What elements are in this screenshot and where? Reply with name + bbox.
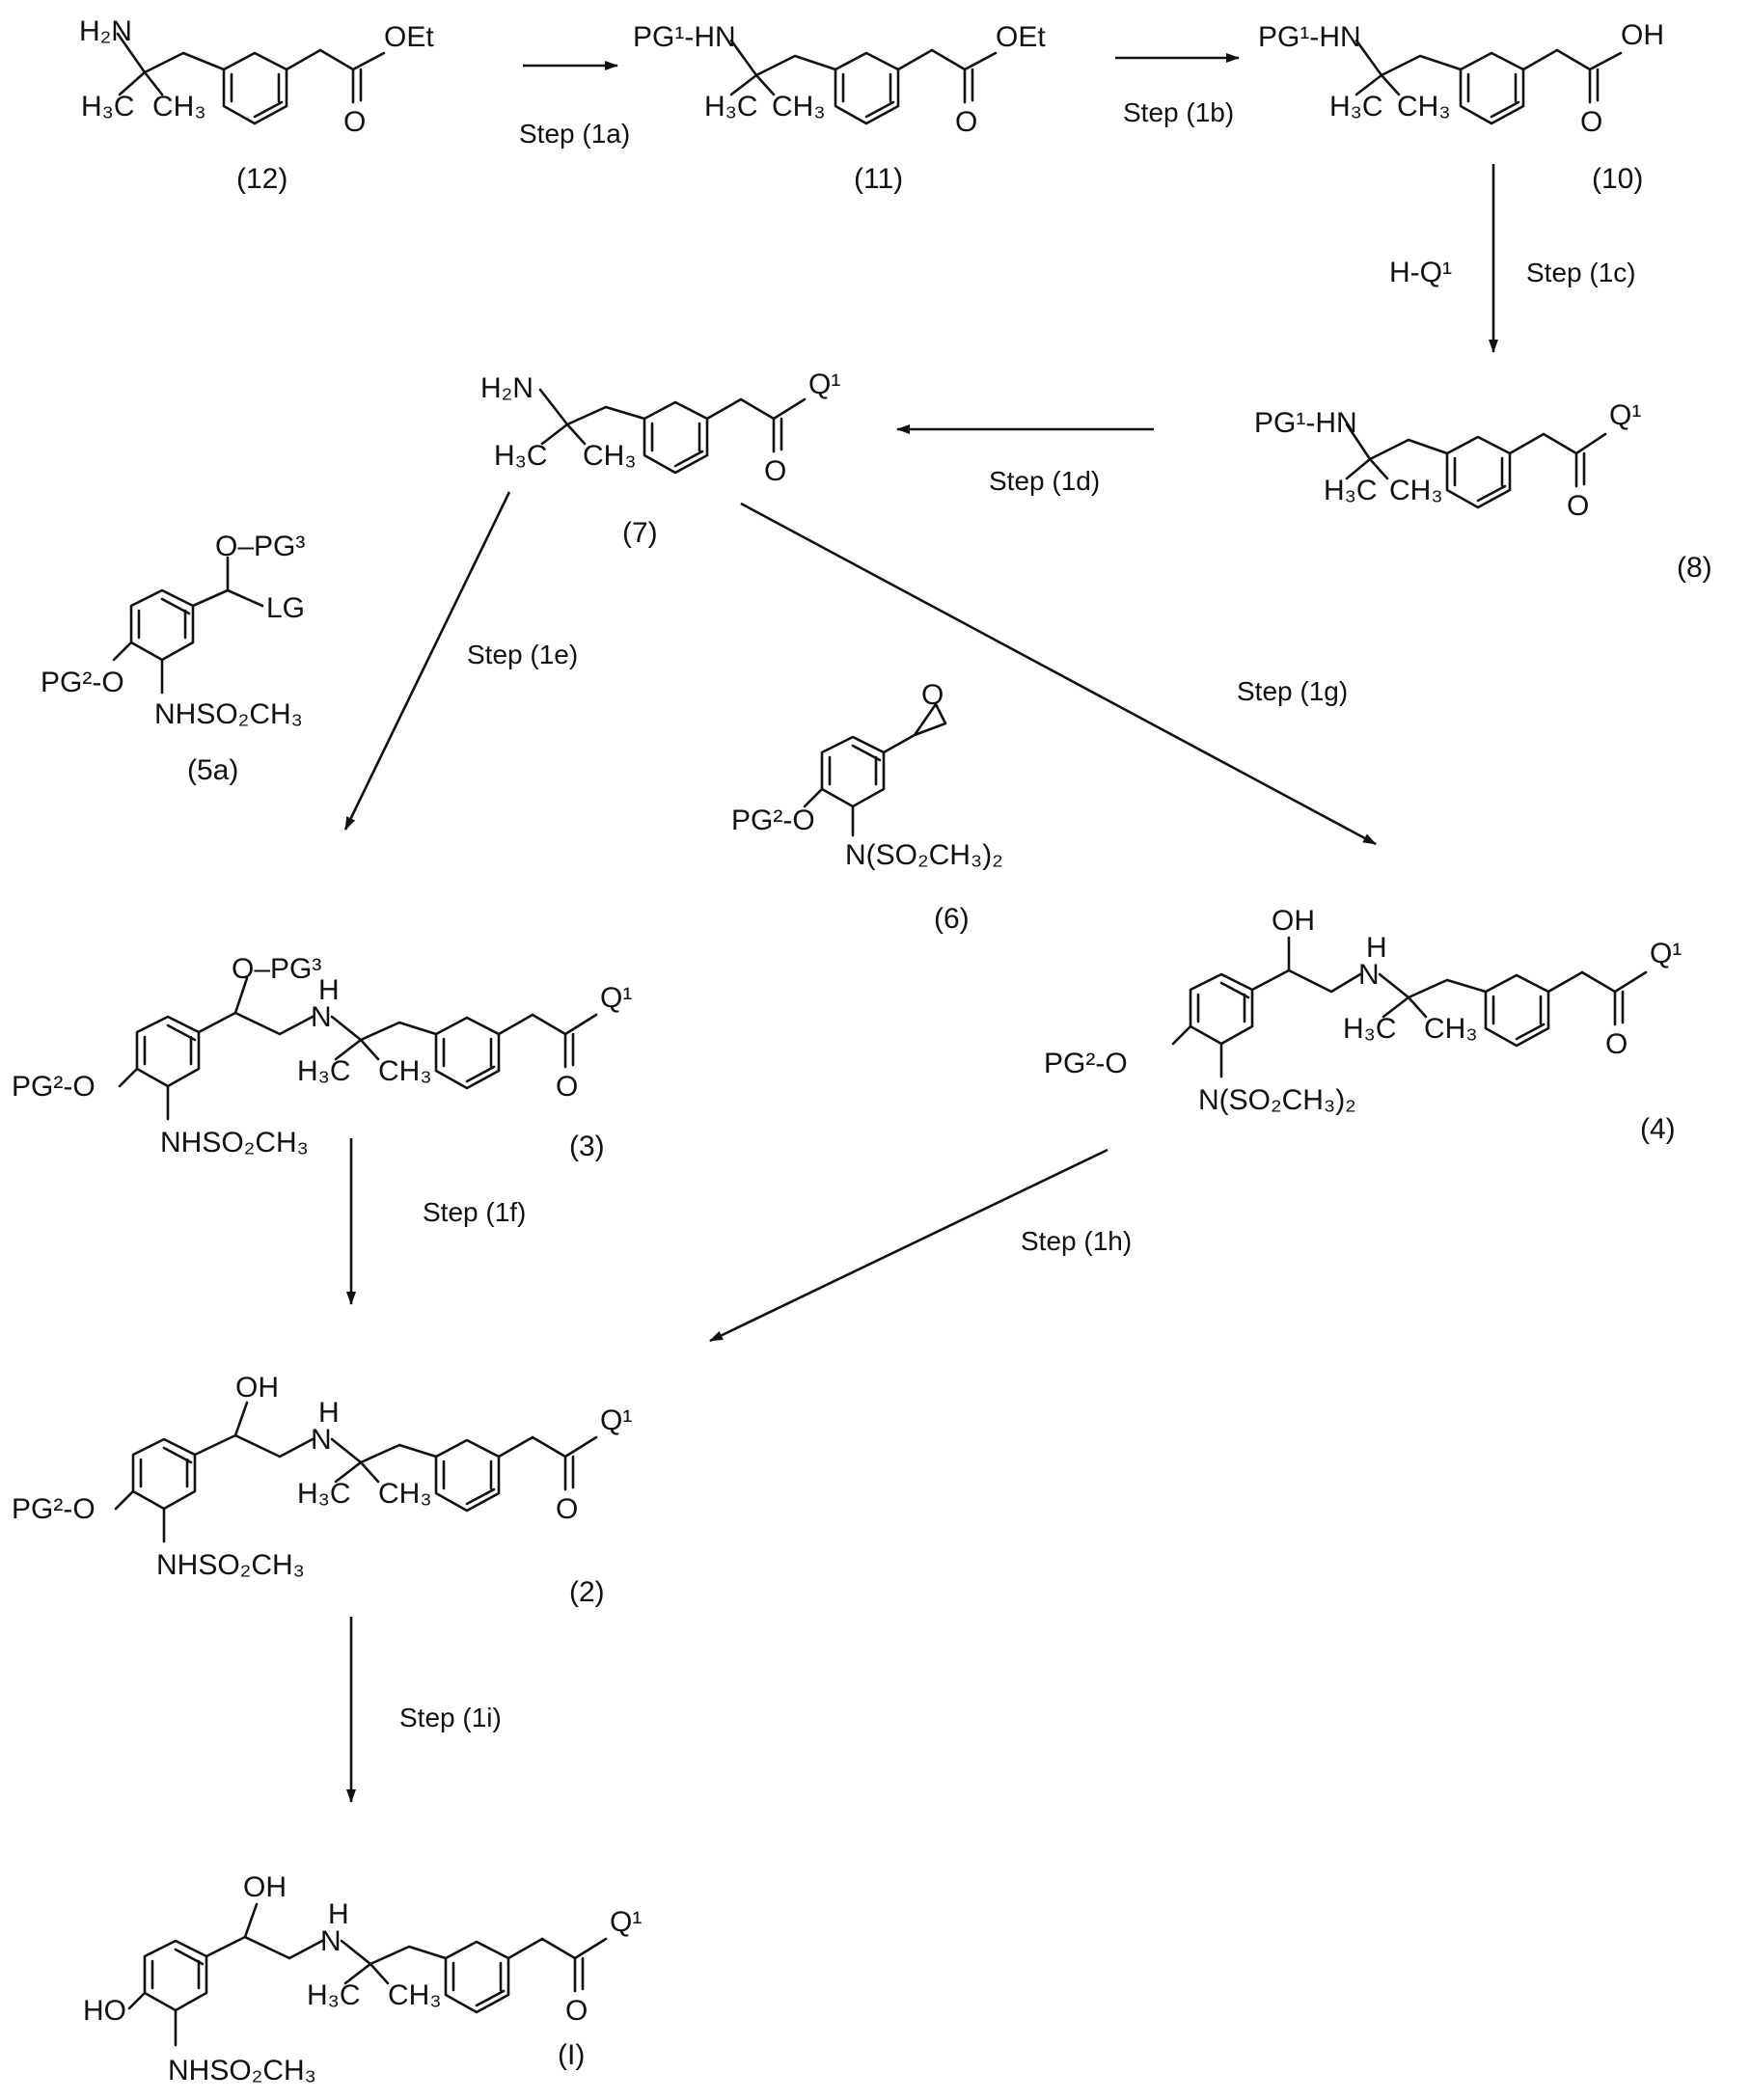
label-q1: Q¹ [1650,938,1682,969]
label-ch3: CH₃ [1389,475,1443,506]
label-ch3: CH₃ [1397,91,1451,123]
label-ch3: CH₃ [772,91,826,123]
compound-id-2: (2) [569,1576,605,1608]
compound-id-3: (3) [569,1131,605,1162]
label-carbonyl-o: O [1567,490,1589,522]
label-oh: OH [1272,905,1315,937]
label-h-q1: H-Q¹ [1389,257,1452,288]
label-nhso2ch3: NHSO₂CH₃ [156,1549,305,1581]
step-label-1g: Step (1g) [1237,676,1348,706]
label-n-h: H [318,974,340,1006]
label-pg2-o: PG²-O [1044,1048,1128,1079]
label-carbonyl-o: O [955,106,977,138]
label-nhso2ch3: NHSO₂CH₃ [160,1127,309,1159]
label-carbonyl-o: O [1580,106,1602,138]
label-nhso2ch3: NHSO₂CH₃ [154,698,303,730]
label-pg2-o: PG²-O [41,667,124,698]
label-q1: Q¹ [808,368,840,400]
label-h3c: H₃C [307,1979,361,2011]
step-label-1b: Step (1b) [1123,97,1234,127]
label-n-h: H [1366,932,1387,964]
label-o-pg3: O–PG³ [215,531,305,562]
label-pg2-o: PG²-O [12,1493,96,1525]
compound-id-I: (I) [558,2039,585,2071]
label-q1: Q¹ [1609,399,1641,431]
label-n-h: H [318,1397,340,1429]
compound-I: OH N H H₃C CH₃ Q¹ O HO NHSO₂CH₃ (I) [83,1871,642,2086]
label-h3c: H₃C [297,1055,351,1087]
label-nso2ch3-2: N(SO₂CH₃)₂ [845,839,1003,871]
label-q1: Q¹ [600,982,632,1014]
label-h2n: H₂N [79,15,132,47]
compound-id-11: (11) [854,163,903,195]
compound-id-5a: (5a) [187,754,238,786]
label-ch3: CH₃ [152,91,206,123]
label-o-pg3: O–PG³ [232,953,321,985]
compound-id-7: (7) [622,517,658,549]
step-label-1h: Step (1h) [1021,1226,1132,1256]
label-oh: OH [243,1871,287,1903]
label-nso2ch3-2: N(SO₂CH₃)₂ [1198,1084,1356,1116]
compound-6: O PG²-O N(SO₂CH₃)₂ (6) [731,679,1003,935]
compound-3: O–PG³ N H H₃C CH₃ Q¹ O PG²-O NHSO₂CH₃ (3… [12,953,632,1162]
label-q1: Q¹ [610,1906,642,1938]
step-label-1e: Step (1e) [467,640,578,669]
label-h3c: H₃C [1329,91,1383,123]
compound-id-8: (8) [1677,552,1712,584]
label-oh: OH [1621,19,1664,51]
label-ch3: CH₃ [378,1478,432,1510]
label-ch3: CH₃ [1424,1013,1478,1045]
compound-2: OH N H H₃C CH₃ Q¹ O PG²-O NHSO₂CH₃ (2) [12,1372,632,1608]
label-q1: Q¹ [600,1405,632,1436]
label-carbonyl-o: O [556,1493,578,1525]
compound-12: H₂N H₃C CH₃ OEt O (12) [79,15,434,195]
label-pg1-hn: PG¹-HN [1258,21,1361,53]
step-label-1i: Step (1i) [399,1703,502,1732]
label-nhso2ch3: NHSO₂CH₃ [168,2055,316,2086]
label-h3c: H₃C [1343,1013,1397,1045]
label-oet: OEt [996,21,1046,53]
compound-id-4: (4) [1640,1113,1676,1145]
label-h3c: H₃C [1324,475,1378,506]
compound-10: PG¹-HN H₃C CH₃ OH O (10) [1258,19,1664,195]
compound-5a: O–PG³ LG PG²-O NHSO₂CH₃ (5a) [41,531,305,786]
compound-8: PG¹-HN H₃C CH₃ Q¹ O (8) [1254,399,1712,584]
label-h3c: H₃C [494,440,548,472]
label-epoxide-o: O [921,679,944,711]
label-carbonyl-o: O [343,106,366,138]
compound-4: OH N H H₃C CH₃ Q¹ O PG²-O N(SO₂CH₃)₂ (4) [1044,905,1682,1145]
label-carbonyl-o: O [1605,1028,1628,1060]
step-label-1c: Step (1c) [1526,258,1636,287]
label-pg2-o: PG²-O [12,1071,96,1103]
compound-id-10: (10) [1592,163,1643,195]
label-h3c: H₃C [297,1478,351,1510]
label-ch3: CH₃ [388,1979,442,2011]
label-n-h: H [328,1898,349,1930]
label-pg1-hn: PG¹-HN [633,21,736,53]
compound-11: PG¹-HN H₃C CH₃ OEt O (11) [633,21,1046,195]
label-carbonyl-o: O [764,455,786,487]
label-h3c: H₃C [81,91,135,123]
label-carbonyl-o: O [565,1995,588,2027]
label-h3c: H₃C [704,91,758,123]
label-ch3: CH₃ [378,1055,432,1087]
label-oet: OEt [384,21,434,53]
step-label-1a: Step (1a) [519,119,630,149]
label-carbonyl-o: O [556,1071,578,1103]
label-h2n: H₂N [480,372,534,404]
label-pg2-o: PG²-O [731,805,815,836]
step-label-1d: Step (1d) [989,466,1100,496]
compound-7: H₂N H₃C CH₃ Q¹ O (7) [480,368,840,549]
label-oh: OH [235,1372,279,1404]
compound-id-6: (6) [934,903,970,935]
label-ch3: CH₃ [583,440,637,472]
arrow-step-1g [741,504,1376,844]
step-label-1f: Step (1f) [423,1197,526,1227]
label-lg: LG [266,592,305,624]
compound-id-12: (12) [236,163,287,195]
label-pg1-hn: PG¹-HN [1254,407,1357,439]
label-ho: HO [83,1995,126,2027]
